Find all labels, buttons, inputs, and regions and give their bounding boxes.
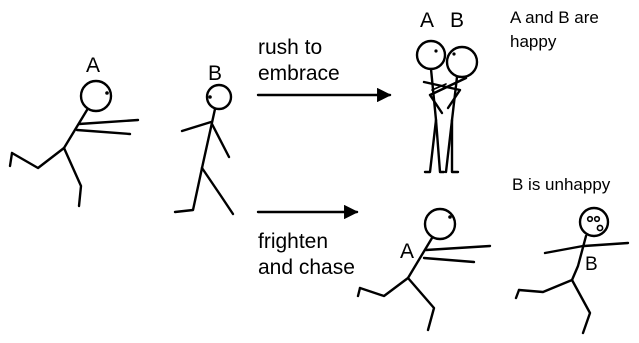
chaser-torso — [406, 236, 434, 280]
embrace-arm-a — [422, 80, 462, 110]
embrace-label-b: B — [450, 9, 464, 32]
embrace-caption: A and B are happy — [510, 8, 599, 51]
fleeing-torso — [570, 234, 588, 282]
chaser-figure-a: A — [356, 207, 492, 332]
chaser-eye — [448, 215, 452, 219]
unhappy-caption: B is unhappy — [512, 175, 611, 194]
figure-a-leg-back — [10, 146, 66, 170]
fleeing-eye-left — [586, 215, 594, 223]
figure-b-standing: B — [173, 62, 235, 216]
embrace-head-a — [415, 39, 447, 71]
figure-b-leg-right — [200, 166, 235, 216]
embrace-eye-b — [452, 52, 456, 56]
figure-a-leg-front — [62, 146, 83, 208]
figure-b-torso — [200, 107, 217, 170]
chaser-leg-back — [358, 276, 410, 298]
chaser-arm-front — [424, 244, 492, 252]
figure-b-leg-left — [173, 166, 204, 214]
chaser-label: A — [400, 240, 414, 263]
arrow-frighten-and-chase: frighten and chase — [256, 204, 359, 279]
figure-a-arm-front — [77, 118, 140, 126]
embrace-caption-line2: happy — [510, 32, 557, 51]
arrow-top-label-line1: rush to — [258, 36, 322, 59]
embrace-body-b — [450, 75, 460, 174]
arrow-bottom-label-line2: and chase — [258, 256, 355, 279]
embrace-label-a: A — [420, 9, 434, 32]
figure-a-label: A — [86, 54, 100, 77]
embracing-pair: A B — [415, 9, 479, 174]
embrace-caption-line1: A and B are — [510, 8, 599, 27]
chaser-arm-back — [422, 256, 476, 264]
fleeing-mouth — [596, 224, 604, 232]
chased-label: B — [585, 254, 598, 275]
fleeing-arm-right — [582, 241, 630, 248]
fleeing-figure-b: B — [514, 206, 630, 335]
fleeing-leg-front — [570, 278, 592, 335]
embrace-head-b — [445, 45, 479, 79]
figure-a-eye — [105, 91, 109, 95]
fleeing-head — [578, 206, 610, 238]
chaser-foot-back — [356, 286, 362, 298]
arrow-top-label-line2: embrace — [258, 62, 340, 85]
arrow-rush-to-embrace: rush to embrace — [256, 36, 392, 103]
fleeing-foot-back — [514, 288, 521, 300]
figure-b-label: B — [208, 62, 222, 85]
figure-b-arm-left — [180, 120, 213, 133]
figure-b-arm-right — [210, 122, 231, 159]
fleeing-arm-left — [543, 244, 585, 255]
fleeing-eye-right — [593, 215, 601, 223]
embrace-arm-b — [428, 76, 468, 115]
figure-a-arm-back — [75, 128, 132, 136]
figure-b-eye — [208, 95, 212, 99]
figure-b-head — [205, 83, 233, 111]
fleeing-leg-back — [517, 278, 574, 294]
figure-a-torso — [62, 108, 89, 150]
embrace-leg-b — [444, 118, 454, 174]
embrace-arm-detail — [431, 83, 447, 91]
embrace-eye-a — [434, 49, 438, 53]
arrow-bottom-label-line1: frighten — [258, 230, 328, 253]
embrace-leg-a — [434, 118, 446, 174]
figure-a-running: A — [8, 54, 140, 208]
chaser-leg-front — [406, 276, 436, 332]
chaser-head — [423, 207, 457, 241]
figure-a-foot-back — [8, 151, 14, 168]
figure-a-head — [79, 79, 113, 113]
